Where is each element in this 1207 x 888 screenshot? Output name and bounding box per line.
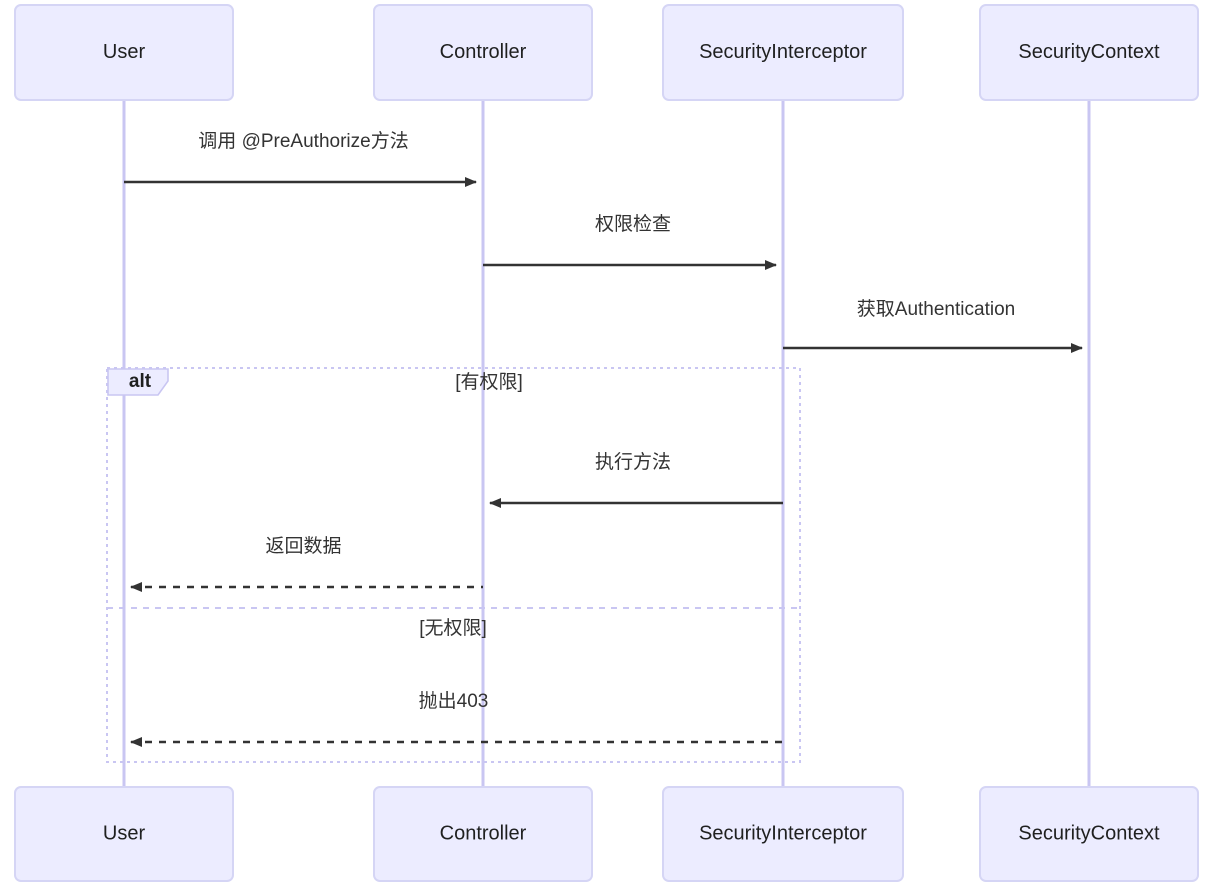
message-label-6: 抛出403 <box>419 690 489 712</box>
actor-bottom-label-user: User <box>103 822 146 844</box>
message-label-1: 调用 @PreAuthorize方法 <box>198 130 408 152</box>
alt-fragment-tag-label: alt <box>129 371 152 392</box>
actor-bottom-label-controller: Controller <box>440 822 527 844</box>
actor-box-rect[interactable] <box>979 786 1199 882</box>
actor-box-rect[interactable] <box>14 786 234 882</box>
actor-boxes-top: User Controller SecurityInterceptor Secu… <box>14 4 1199 101</box>
messages-group: 调用 @PreAuthorize方法 权限检查 获取Authentication… <box>124 130 1083 747</box>
actor-top-label-user: User <box>103 41 146 63</box>
actor-top-label-securitycontext: SecurityContext <box>1018 41 1160 63</box>
message-label-5: 返回数据 <box>265 535 341 557</box>
lifelines-group <box>122 100 1091 788</box>
actor-top-controller[interactable]: Controller <box>373 4 593 101</box>
message-label-3: 获取Authentication <box>857 298 1015 320</box>
actor-bottom-label-securitycontext: SecurityContext <box>1018 822 1160 844</box>
actor-bottom-securityinterceptor[interactable]: SecurityInterceptor <box>662 786 904 882</box>
alt-fragment: alt [有权限] [无权限] <box>106 367 801 763</box>
actor-bottom-user[interactable]: User <box>14 786 234 882</box>
actor-box-rect[interactable] <box>14 4 234 101</box>
actor-top-label-controller: Controller <box>440 41 527 63</box>
message-label-2: 权限检查 <box>595 213 671 235</box>
message-label-4: 执行方法 <box>595 451 671 473</box>
actor-box-rect[interactable] <box>979 4 1199 101</box>
alt-fragment-border <box>106 367 801 763</box>
actor-bottom-label-securityinterceptor: SecurityInterceptor <box>699 822 867 844</box>
actor-bottom-controller[interactable]: Controller <box>373 786 593 882</box>
actor-bottom-securitycontext[interactable]: SecurityContext <box>979 786 1199 882</box>
alt-branch-condition-1: [有权限] <box>455 371 523 393</box>
actor-top-label-securityinterceptor: SecurityInterceptor <box>699 41 867 63</box>
actor-box-rect[interactable] <box>373 4 593 101</box>
alt-fragment-tag-shape <box>107 368 169 396</box>
actor-top-user[interactable]: User <box>14 4 234 101</box>
actor-box-rect[interactable] <box>662 4 904 101</box>
actor-top-securityinterceptor[interactable]: SecurityInterceptor <box>662 4 904 101</box>
actor-top-securitycontext[interactable]: SecurityContext <box>979 4 1199 101</box>
actor-box-rect[interactable] <box>662 786 904 882</box>
alt-branch-condition-2: [无权限] <box>419 617 487 639</box>
actor-boxes-bottom: User Controller SecurityInterceptor Secu… <box>14 786 1199 882</box>
actor-box-rect[interactable] <box>373 786 593 882</box>
